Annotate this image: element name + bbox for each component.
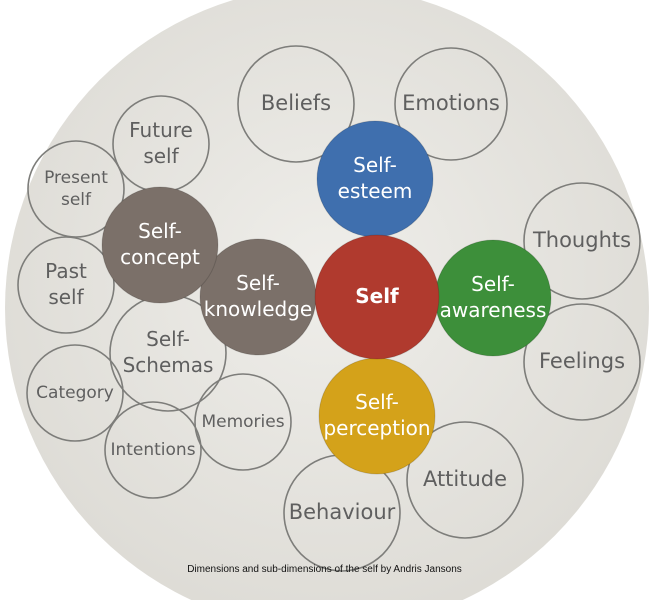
beliefs-label: Beliefs bbox=[261, 91, 331, 115]
beliefs-circle bbox=[237, 45, 355, 163]
memories-circle bbox=[194, 373, 292, 471]
thoughts-label: Thoughts bbox=[532, 228, 631, 252]
memories-label: Memories bbox=[201, 412, 284, 432]
emotions-circle bbox=[394, 47, 508, 161]
self-awareness-label: Self-awareness bbox=[440, 272, 547, 322]
self-concept-label: Self-concept bbox=[120, 219, 200, 269]
feelings-label: Feelings bbox=[539, 349, 625, 373]
self-center-label: Self bbox=[355, 284, 399, 308]
behaviour-label: Behaviour bbox=[289, 500, 396, 524]
thoughts-circle bbox=[523, 182, 641, 300]
intentions-circle bbox=[104, 401, 202, 499]
emotions-label: Emotions bbox=[402, 91, 500, 115]
self-knowledge-label: Self-knowledge bbox=[204, 271, 312, 321]
self-concept-circle bbox=[101, 186, 219, 304]
self-perception-label: Self-perception bbox=[323, 390, 430, 440]
present-self-circle bbox=[27, 140, 125, 238]
feelings-circle bbox=[523, 303, 641, 421]
self-esteem-label: Self-esteem bbox=[338, 153, 413, 203]
intentions-label: Intentions bbox=[110, 440, 195, 460]
figure-caption: Dimensions and sub-dimensions of the sel… bbox=[187, 564, 462, 575]
self-center-circle bbox=[314, 234, 440, 360]
schemas-label: Self-Schemas bbox=[123, 327, 214, 377]
category-circle bbox=[26, 344, 124, 442]
attitude-label: Attitude bbox=[423, 467, 507, 491]
past-self-circle bbox=[17, 236, 115, 334]
category-label: Category bbox=[36, 383, 114, 403]
attitude-circle bbox=[406, 421, 524, 539]
